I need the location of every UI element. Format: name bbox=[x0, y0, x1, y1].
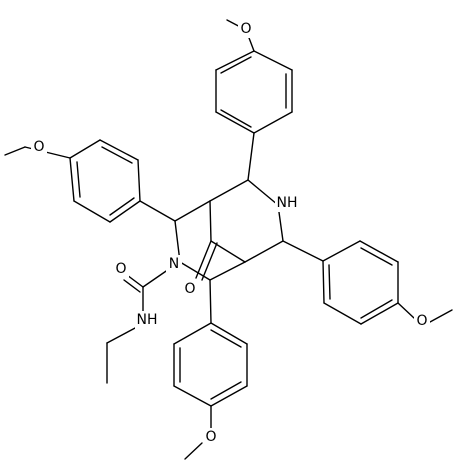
svg-text:NH: NH bbox=[137, 312, 158, 328]
atom-labels: O O NH N O O O NH bbox=[31, 20, 430, 446]
svg-text:N: N bbox=[169, 256, 179, 272]
bonds bbox=[4, 19, 453, 460]
amine-nh-label: NH bbox=[275, 194, 299, 212]
methoxy-o-right: O bbox=[414, 312, 430, 330]
svg-text:O: O bbox=[115, 261, 126, 277]
svg-text:O: O bbox=[33, 139, 44, 155]
svg-text:O: O bbox=[205, 429, 216, 445]
amide-nh-label: NH bbox=[135, 311, 159, 329]
amide-o-label: O bbox=[113, 260, 129, 278]
methoxy-o-bottom: O bbox=[203, 428, 219, 446]
ring-n-label: N bbox=[166, 255, 182, 273]
svg-text:O: O bbox=[240, 21, 251, 37]
svg-text:NH: NH bbox=[277, 195, 298, 211]
ketone-o-label: O bbox=[182, 280, 198, 298]
svg-text:O: O bbox=[184, 281, 195, 297]
svg-text:O: O bbox=[416, 313, 427, 329]
methoxy-o-left: O bbox=[31, 138, 47, 156]
methoxy-o-top: O bbox=[238, 20, 254, 38]
